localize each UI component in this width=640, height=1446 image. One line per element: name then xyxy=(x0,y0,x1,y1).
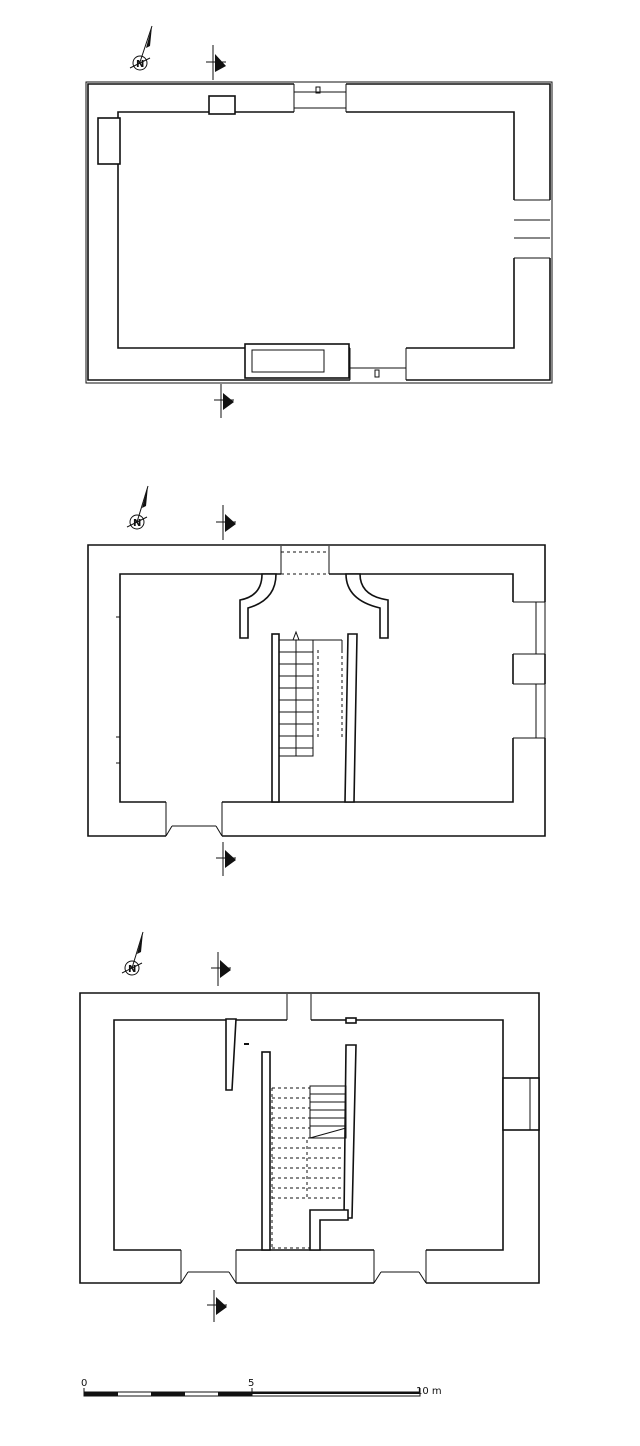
partition-short xyxy=(225,1018,237,1091)
section-marker-top-1 xyxy=(206,45,226,80)
scale-tick-0: 0 xyxy=(81,1378,87,1389)
outer-walls-plan-2 xyxy=(87,544,546,837)
staircase-plan-3 xyxy=(271,1085,347,1249)
outer-walls-plan-3 xyxy=(79,992,540,1284)
floor-plan-2: N xyxy=(87,485,546,876)
north-arrow-circle xyxy=(132,55,148,71)
fireplace-niche-west xyxy=(97,117,121,165)
scale-bar: 0 5 10 m xyxy=(81,1378,442,1397)
plinth-outline-plan-1 xyxy=(85,81,553,384)
north-arrow-cross xyxy=(129,57,151,69)
outer-walls-plan-1 xyxy=(87,83,551,381)
north-arrow-3: N xyxy=(121,931,144,976)
section-marker-bottom-2 xyxy=(216,842,236,876)
wall-notch xyxy=(345,1017,357,1024)
north-arrow-2: N xyxy=(126,485,149,530)
door-post xyxy=(374,369,380,378)
north-arrow-tip xyxy=(146,26,152,48)
section-marker-top-3 xyxy=(211,952,231,986)
scale-tick-5: 5 xyxy=(248,1378,254,1389)
section-marker-bottom-3 xyxy=(207,1290,227,1322)
door-opening-south xyxy=(350,347,406,381)
stair-landing-wall xyxy=(309,1209,349,1251)
window-east-upper xyxy=(512,601,546,655)
curved-partition-east xyxy=(345,573,389,639)
door-south-plan-2 xyxy=(165,801,223,837)
floor-plan-3: N xyxy=(79,931,540,1322)
section-marker-top-2 xyxy=(216,505,236,540)
stair-up-arrow xyxy=(292,630,300,641)
stair-wall-east xyxy=(343,1044,357,1219)
section-marker-bottom-1 xyxy=(214,384,234,418)
door-post xyxy=(315,86,321,94)
wall-pilaster xyxy=(208,95,236,115)
north-label: N xyxy=(133,518,141,529)
north-label: N xyxy=(136,59,144,70)
window-east xyxy=(513,200,551,258)
staircase-plan-2 xyxy=(278,630,343,757)
floor-plan-1: N xyxy=(85,25,553,418)
bench xyxy=(251,349,325,373)
window-east-lower xyxy=(512,683,546,739)
stair-wall-west xyxy=(261,1051,271,1251)
window-east-plan-3 xyxy=(502,1077,540,1131)
stair-wall-east xyxy=(344,633,358,803)
scale-tick-10m: 10 m xyxy=(416,1386,442,1397)
wall-mark xyxy=(244,1043,249,1045)
door-south-east-plan-3 xyxy=(373,1249,427,1284)
north-label: N xyxy=(128,964,136,975)
curved-partition-west xyxy=(239,573,277,639)
bench-alcove xyxy=(244,343,350,379)
stair-wall-west xyxy=(271,633,280,803)
north-arrow-1: N xyxy=(129,25,153,71)
door-south-west-plan-3 xyxy=(180,1249,237,1284)
